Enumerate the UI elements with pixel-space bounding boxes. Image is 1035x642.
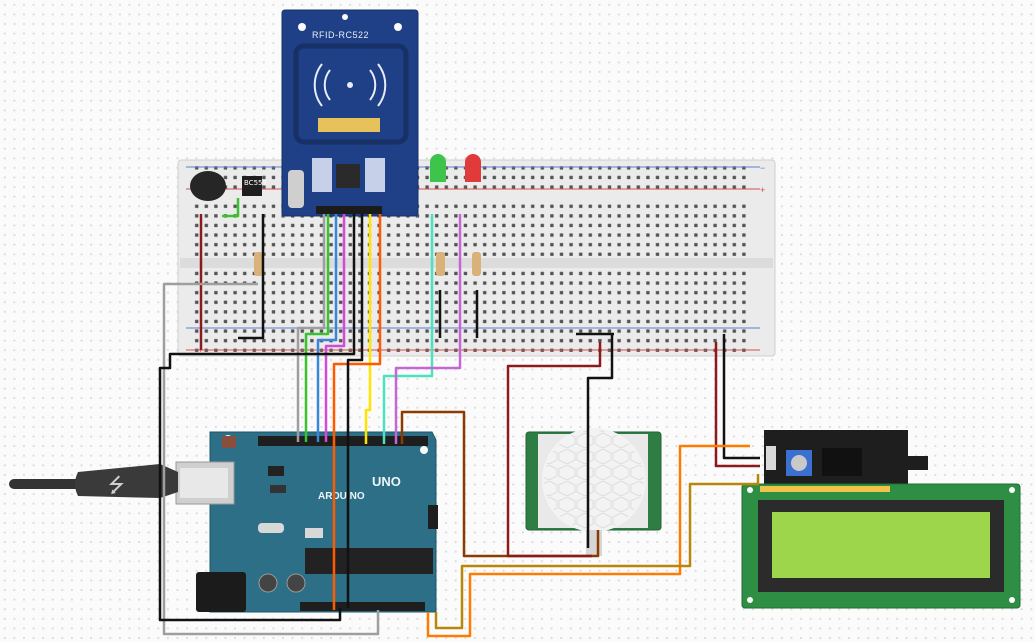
usb-cable: ⭍: [9, 464, 178, 498]
resistor-3: [472, 252, 481, 276]
resistor-2: [436, 252, 445, 276]
arduino-model: UNO: [372, 474, 401, 489]
rail-plus-top: +: [760, 185, 765, 195]
rfid-module: RFID-RC522: [281, 9, 419, 217]
resistor-1: [254, 252, 263, 276]
wires: [158, 198, 760, 638]
i2c-module: [764, 430, 928, 484]
buzzer: [190, 171, 226, 201]
usb-symbol-icon: ⭍: [108, 473, 125, 497]
rail-minus-top: −: [760, 163, 765, 173]
rfid-label: RFID-RC522: [312, 30, 369, 40]
arduino-brand: ARDUINO: [318, 491, 365, 502]
transistor-label: BC557: [244, 179, 267, 187]
led-red: [465, 154, 481, 182]
pir-sensor: [525, 428, 662, 556]
led-green: [430, 154, 446, 182]
lcd-display: [741, 483, 1021, 609]
arduino-uno: ARDUINO UNO: [175, 431, 438, 613]
transistor: BC557: [242, 176, 267, 196]
